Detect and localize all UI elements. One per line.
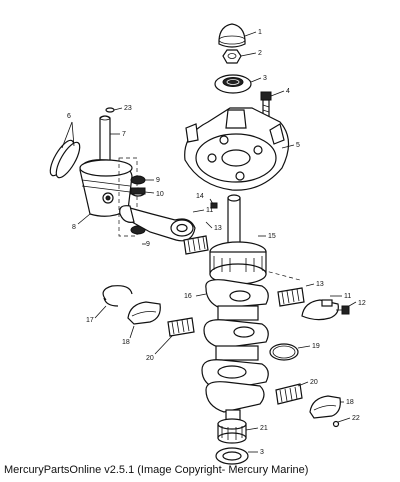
part-needle-bearing-upper: [130, 175, 146, 197]
part-bearing-cage-plate: [184, 107, 290, 191]
part-crankshaft: [201, 194, 269, 421]
callout-19: 19: [312, 343, 320, 350]
callout-3: 3: [263, 75, 267, 82]
callout-16: 16: [184, 293, 192, 300]
callout-5: 5: [296, 142, 300, 149]
callout-8: 8: [72, 224, 76, 231]
part-bearing-race-left: [127, 301, 161, 325]
part-lock-ring: [105, 107, 115, 113]
callout-13-right: 13: [316, 281, 324, 288]
callout-15: 15: [268, 233, 276, 240]
callout-12: 12: [358, 300, 366, 307]
part-needle-bearing-right: [275, 383, 303, 405]
callout-14: 14: [196, 193, 204, 200]
callout-6: 6: [67, 113, 71, 120]
callout-9: 9: [156, 177, 160, 184]
callout-20-right: 20: [310, 379, 318, 386]
part-connecting-rod: [119, 205, 196, 242]
callout-20: 20: [146, 355, 154, 362]
callout-18: 18: [122, 339, 130, 346]
callout-11-right: 11: [344, 293, 351, 300]
callout-10: 10: [156, 191, 164, 198]
part-retaining-ring-right: [269, 343, 299, 361]
leader-lines: [61, 31, 357, 453]
callout-21: 21: [260, 425, 268, 432]
part-cap: [218, 23, 246, 48]
callout-4: 4: [286, 88, 290, 95]
part-nut: [222, 49, 242, 64]
part-seal-bottom: [215, 447, 249, 465]
part-piston-rings: [49, 139, 81, 179]
image-caption: MercuryPartsOnline v2.5.1 (Image Copyrig…: [4, 464, 309, 476]
part-rod-cap: [301, 299, 339, 321]
part-rod-bearing-right: [277, 287, 305, 307]
callout-11: 11: [206, 207, 213, 214]
part-needle-bearing-left: [167, 317, 195, 337]
part-bearing-race-right: [309, 395, 341, 419]
callout-13: 13: [214, 225, 222, 232]
callout-labels: 1 2 3 4 5 6 7 8 9 10 11 13 14 15 16 17 1…: [67, 29, 366, 456]
callout-22: 22: [352, 415, 360, 422]
callout-2: 2: [258, 50, 262, 57]
callout-9-lower: 9: [146, 241, 150, 248]
callout-17: 17: [86, 317, 94, 324]
callout-18-right: 18: [346, 399, 354, 406]
callout-3-bottom: 3: [260, 449, 264, 456]
callout-23: 23: [124, 105, 132, 112]
callout-7: 7: [122, 131, 126, 138]
part-retaining-ring: [102, 285, 133, 307]
part-seal-top: [214, 74, 252, 94]
part-rod-bearing-upper: [183, 235, 209, 255]
callout-1: 1: [258, 29, 262, 36]
part-rod-screw: [336, 305, 350, 315]
part-key: [210, 202, 218, 209]
part-small-pin: [332, 420, 340, 428]
part-lower-bearing: [217, 418, 247, 444]
